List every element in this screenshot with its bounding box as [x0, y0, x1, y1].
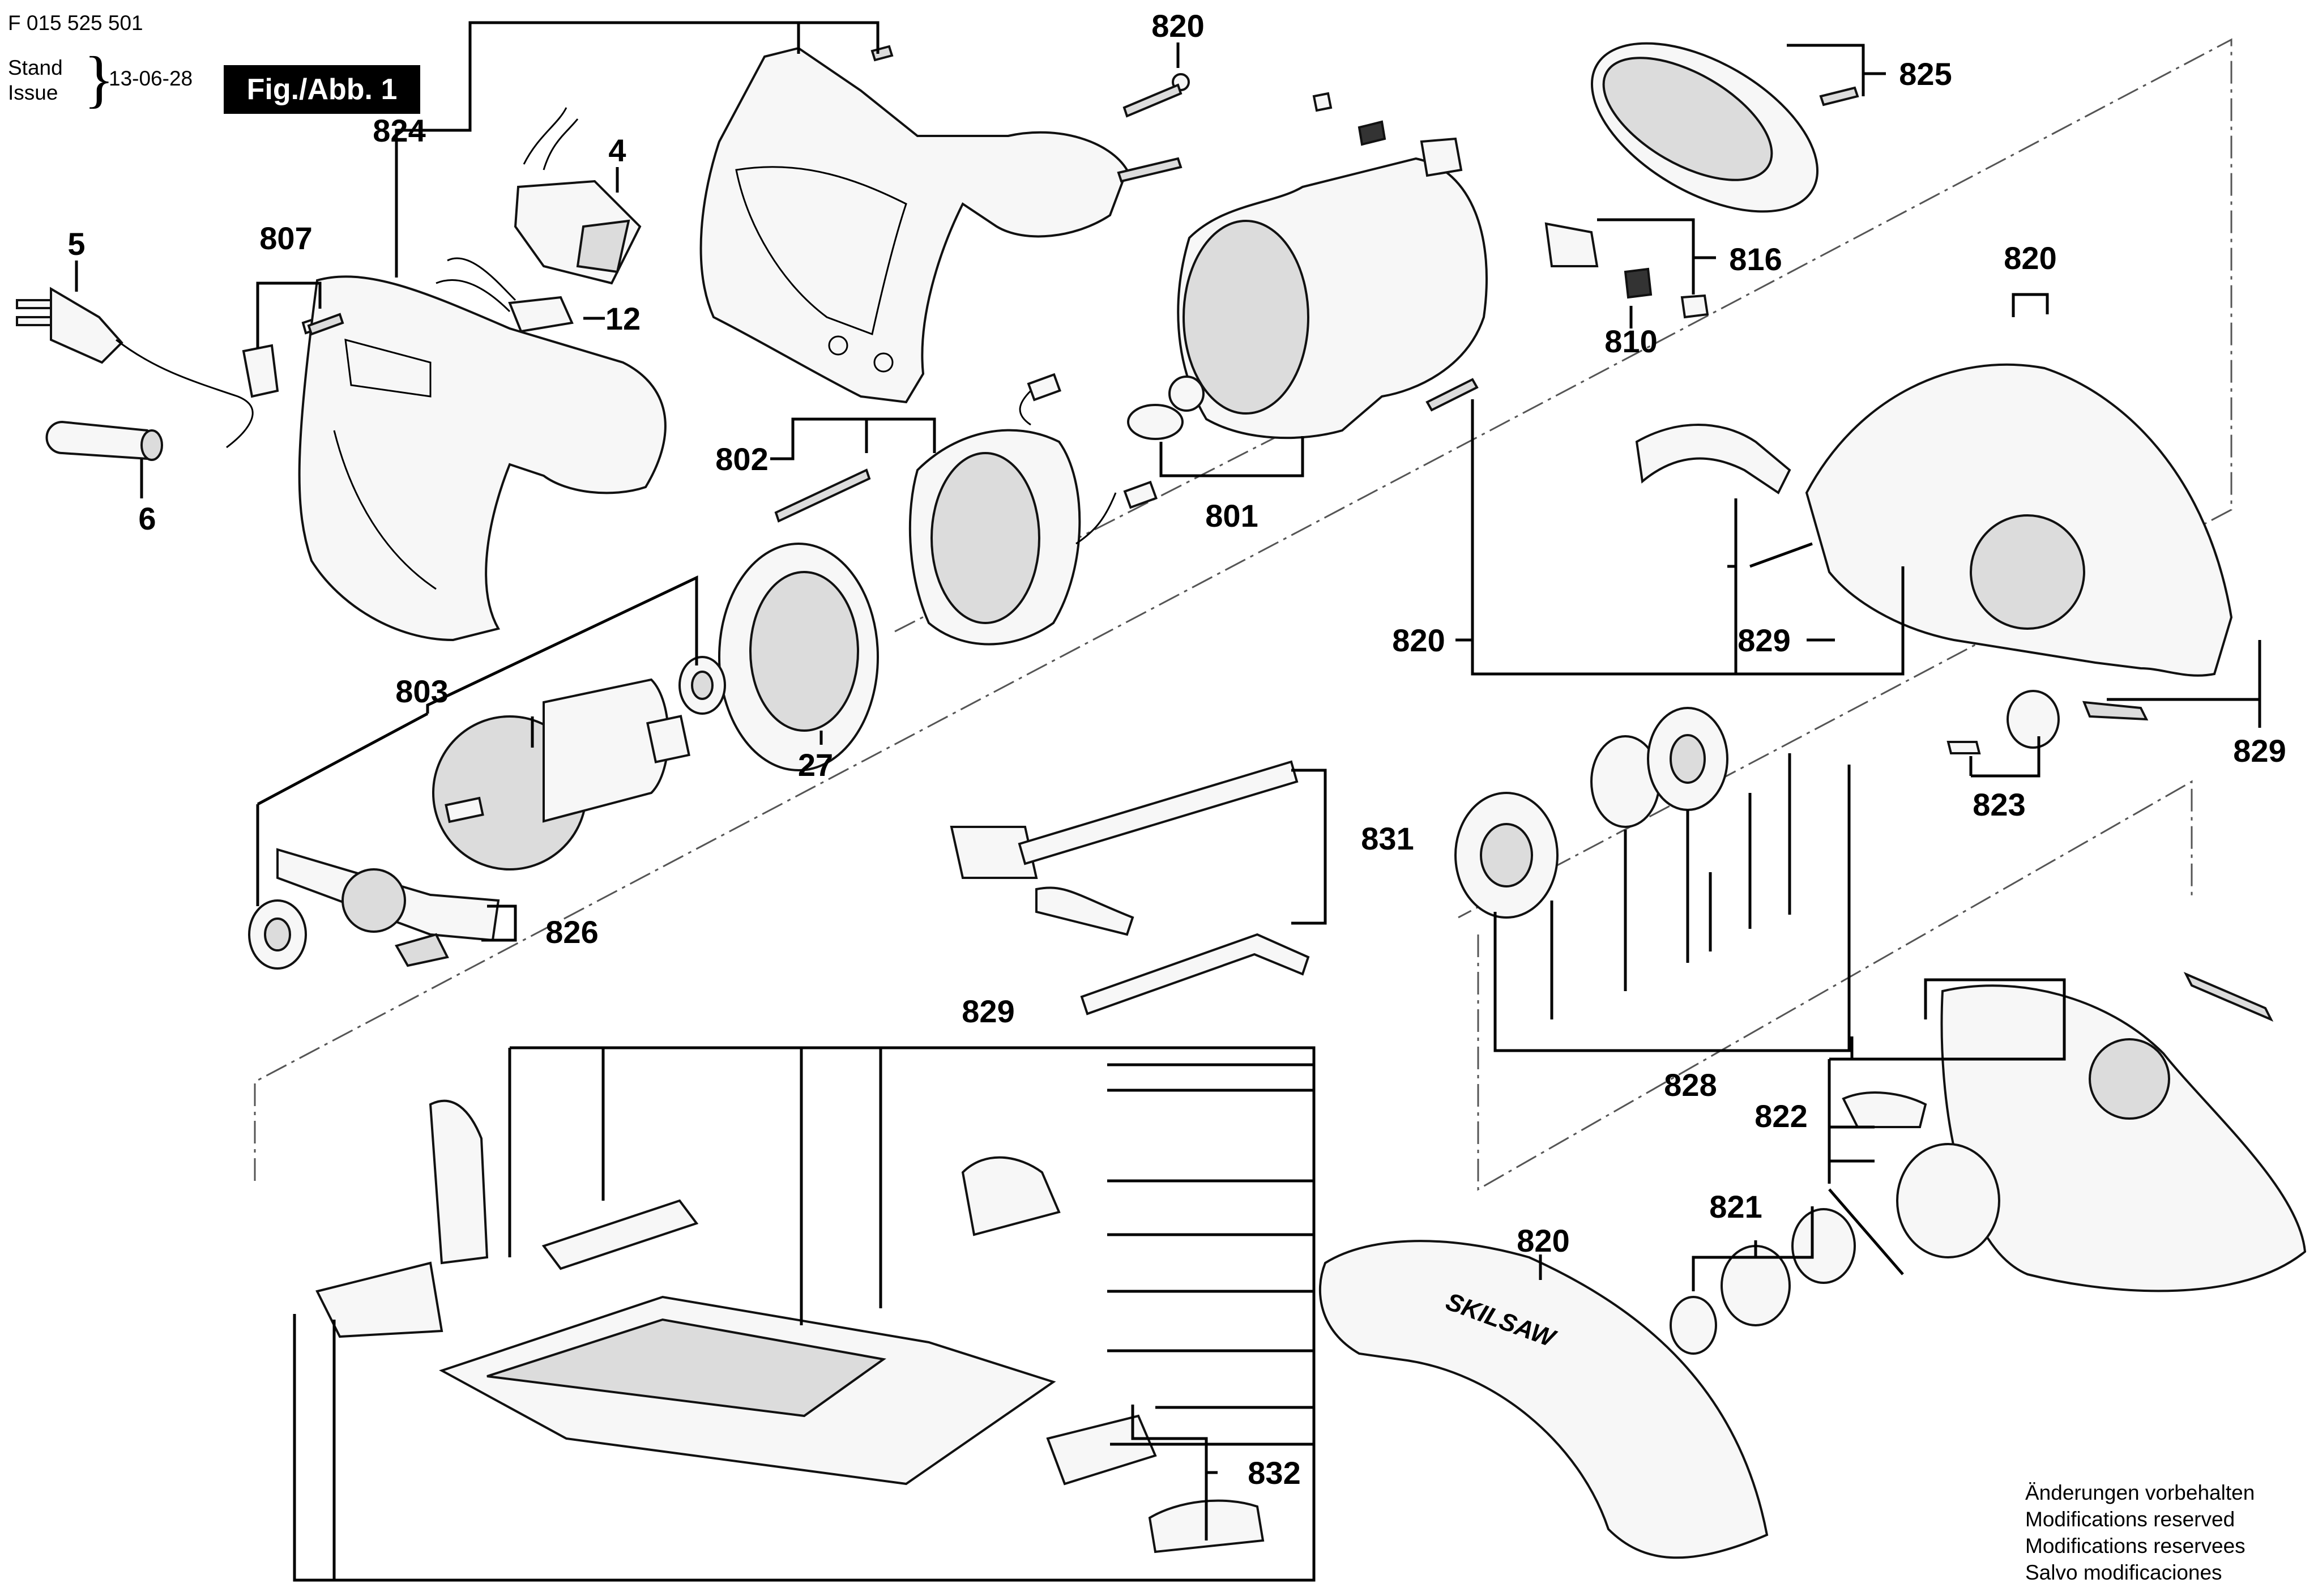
- note-line: Änderungen vorbehalten: [2025, 1481, 2255, 1504]
- figure-label: Fig./Abb. 1: [224, 65, 420, 114]
- brace-icon: }: [84, 44, 114, 114]
- hex-key-icon: [1080, 933, 1310, 1015]
- part-number: 801: [1205, 498, 1258, 534]
- base-plate-icon: [315, 1099, 1265, 1554]
- stator-field-coil-icon: [774, 373, 1158, 646]
- handle-housing-right-icon: [699, 46, 1129, 404]
- lower-blade-guard-icon: [1842, 972, 2307, 1292]
- note-line: Salvo modificaciones: [2025, 1561, 2222, 1584]
- part-number: 820: [1517, 1223, 1569, 1258]
- part-number: 820: [2004, 240, 2056, 276]
- part-number: 816: [1729, 241, 1782, 277]
- leader-lines: [75, 21, 2261, 1582]
- part-number: 807: [259, 220, 312, 256]
- rip-fence-icon: [950, 760, 1299, 936]
- part-number: 826: [545, 914, 598, 950]
- part-number: 829: [962, 993, 1014, 1029]
- screw-icon: [1425, 378, 1479, 412]
- upper-blade-guard-icon: [1635, 363, 2233, 754]
- end-cap-icon: [1590, 42, 1859, 213]
- motor-housing-icon: [1127, 157, 1488, 440]
- handle-housing-left-icon: [298, 275, 667, 642]
- baffle-ring-icon: [718, 543, 879, 771]
- part-number: 828: [1664, 1067, 1717, 1103]
- part-number: 4: [608, 133, 626, 168]
- stand-issue-label: Stand Issue: [8, 56, 63, 105]
- document-number: F 015 525 501: [8, 11, 143, 35]
- switch-icon: [514, 107, 642, 285]
- issue-label: Issue: [8, 81, 58, 104]
- power-plug-icon: [16, 287, 254, 449]
- bearing-icon: [248, 656, 726, 970]
- issue-date: 13-06-28: [109, 67, 193, 90]
- part-number: 832: [1248, 1455, 1300, 1491]
- modification-notes: Änderungen vorbehalten Modifications res…: [2025, 1479, 2255, 1586]
- part-number: 820: [1151, 8, 1204, 44]
- note-line: Modifications reservees: [2025, 1534, 2246, 1557]
- part-number: 802: [715, 441, 768, 477]
- part-number: 825: [1899, 56, 1952, 92]
- note-line: Modifications reserved: [2025, 1508, 2235, 1531]
- part-number: 6: [138, 501, 156, 536]
- handle-grip-icon: [45, 420, 163, 461]
- part-number: 820: [1392, 622, 1445, 658]
- part-number-labels: 824 4 12 5 807 6 820 825 816 810 820 802…: [67, 8, 2286, 1491]
- part-number: 803: [395, 673, 448, 709]
- part-number: 829: [2233, 733, 2286, 769]
- part-number: 831: [1361, 821, 1414, 856]
- part-number: 821: [1709, 1189, 1762, 1224]
- part-number: 5: [67, 226, 85, 262]
- stand-label: Stand: [8, 56, 63, 79]
- part-number: 822: [1754, 1098, 1807, 1134]
- capacitor-icon: [436, 257, 574, 333]
- wrench-icon: [276, 848, 500, 967]
- part-number: 824: [373, 113, 425, 148]
- part-number: 823: [1973, 787, 2025, 822]
- motor-cover-icon: SKILSAW: [1318, 1240, 1769, 1559]
- flange-icon: [1454, 707, 1728, 919]
- screw-icon: [307, 45, 1190, 336]
- part-number: 12: [605, 301, 641, 336]
- carbon-brush-holder-icon: [1312, 92, 1709, 319]
- part-number: 810: [1604, 323, 1657, 359]
- part-number: 27: [798, 747, 833, 783]
- blade-bolt-icon: [1670, 1208, 1856, 1355]
- armature-icon: [432, 678, 690, 870]
- part-number: 829: [1738, 622, 1790, 658]
